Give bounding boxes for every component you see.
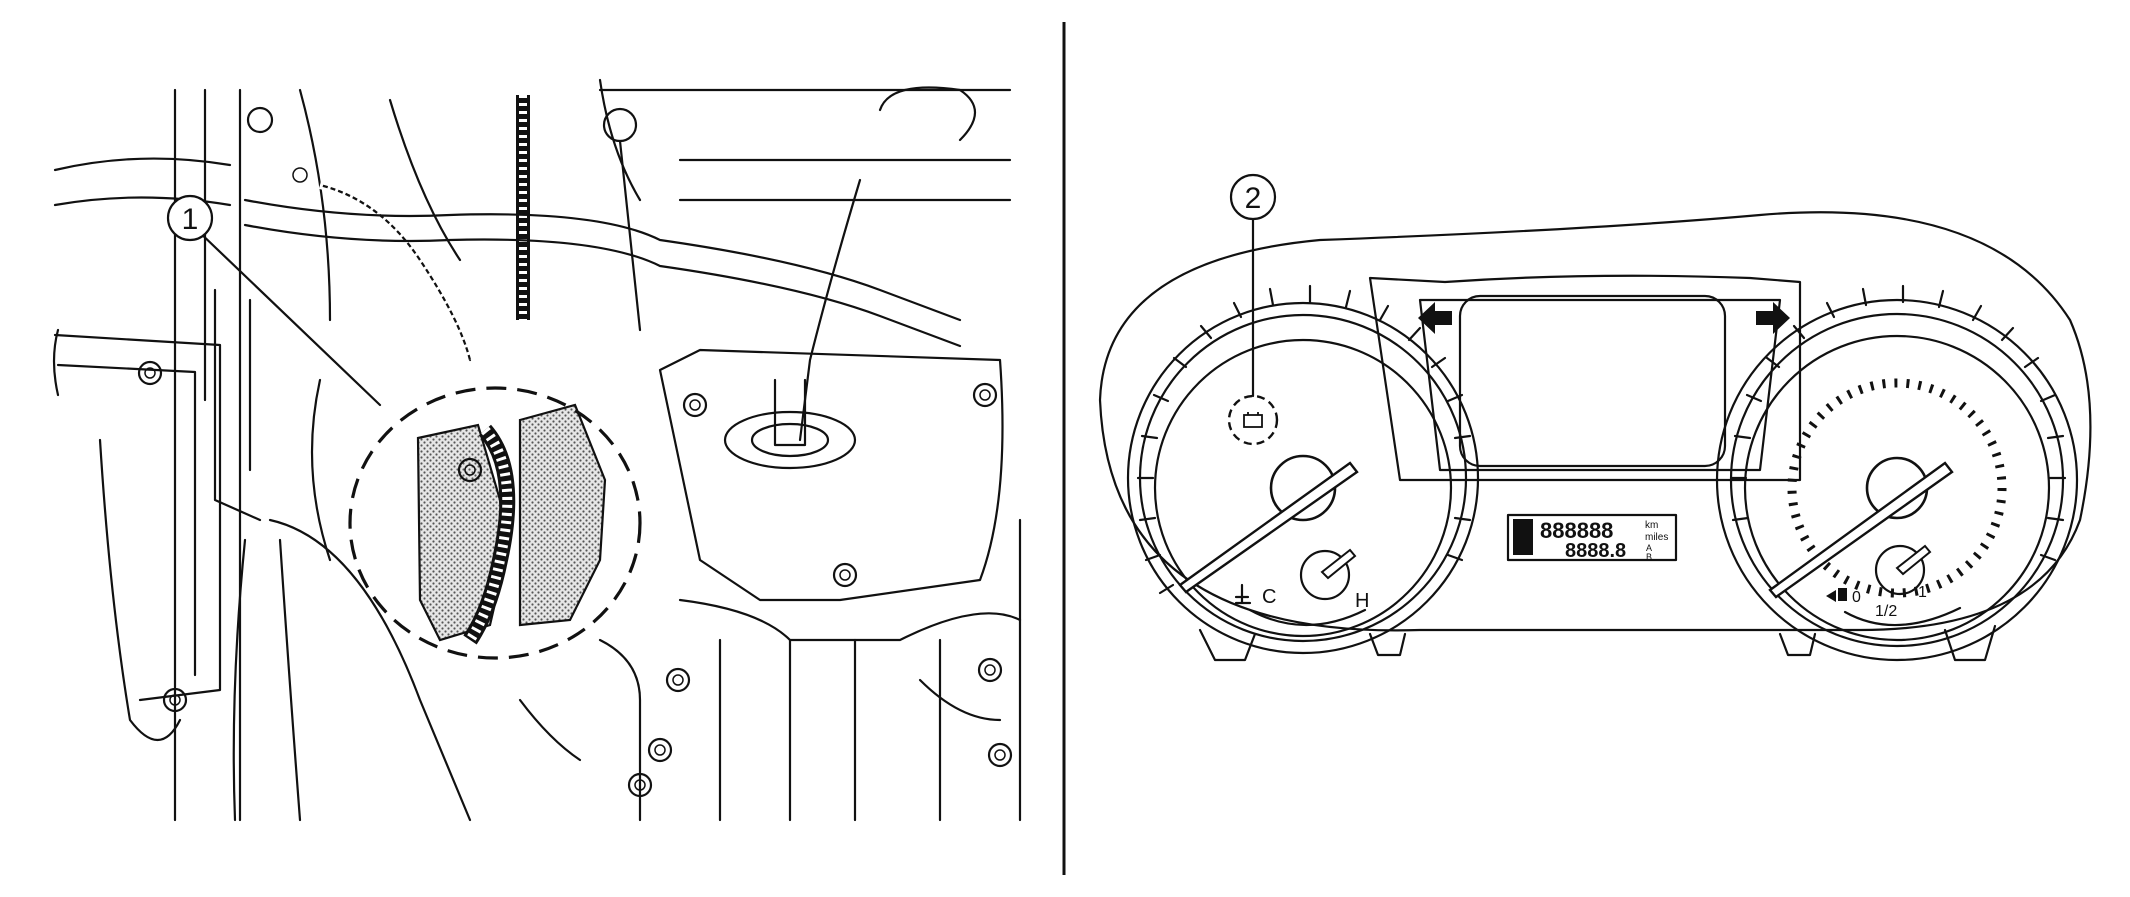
odometer-unit-miles: miles <box>1645 532 1668 543</box>
odometer-top-digits: 888888 <box>1540 518 1613 543</box>
battery-highlight-circle <box>1227 394 1279 446</box>
callout-2-circle <box>1229 173 1277 221</box>
callout-2-label: 2 <box>1245 182 1262 215</box>
odometer-unit-km: km <box>1645 520 1658 531</box>
turn-left-arrow-icon <box>1418 302 1452 334</box>
fuel-half-label: 1/2 <box>1875 603 1897 620</box>
odometer-display: 888888 km miles 8888.8 A B <box>1506 513 1678 562</box>
odometer-trip-b: B <box>1646 552 1652 562</box>
fuel-pump-icon <box>1826 588 1847 602</box>
engine-bay-view: 1 <box>52 78 1022 822</box>
turn-right-arrow-icon <box>1756 302 1790 334</box>
tacho-ticks <box>1136 284 1472 595</box>
callout-1-label: 1 <box>182 203 199 236</box>
engine-ecm-module <box>416 403 607 645</box>
fuel-full-label: 1 <box>1918 584 1927 601</box>
ecm-highlight-circle <box>348 386 642 660</box>
odometer-bottom-digits: 8888.8 <box>1565 540 1626 562</box>
temp-hot-label: H <box>1355 590 1369 612</box>
fuel-empty-label: 0 <box>1852 589 1861 606</box>
callout-1-circle <box>166 194 214 242</box>
temp-cold-label: C <box>1262 586 1276 608</box>
speedo-inner-scale <box>1787 378 2007 598</box>
battery-warning-icon <box>1243 412 1263 428</box>
speedo-ticks <box>1729 284 2067 562</box>
coolant-temp-icon <box>1234 583 1252 605</box>
combination-meter-view: C H 2 888888 km miles 8888.8 A B <box>1098 173 2092 662</box>
odometer-trip-a: A <box>1646 543 1652 553</box>
